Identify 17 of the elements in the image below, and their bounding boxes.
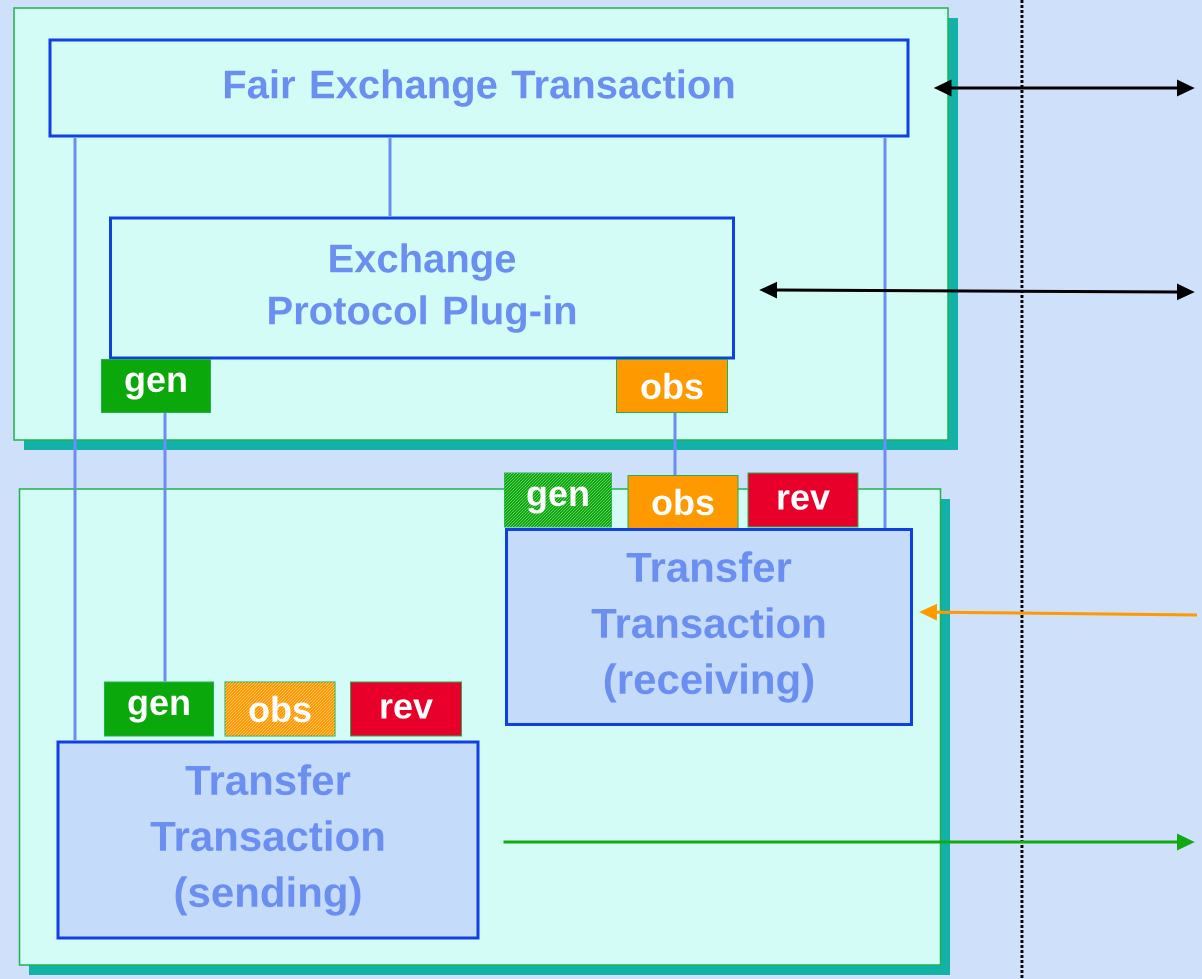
- connector-line: [388, 137, 392, 217]
- connector-line: [673, 413, 677, 475]
- tag-label: obs: [249, 695, 311, 723]
- process-box: Transfer Transaction (receiving): [505, 528, 913, 726]
- tag-label: obs: [616, 359, 728, 413]
- tag-label: rev: [747, 472, 859, 528]
- connector-line: [163, 413, 167, 682]
- tag-label: gen: [104, 681, 214, 737]
- connector-line: [73, 137, 77, 741]
- tag-label: rev: [350, 681, 462, 737]
- tag-label: gen: [101, 359, 211, 413]
- process-box: Exchange Protocol Plug-in: [109, 216, 735, 360]
- tag-label: gen: [527, 486, 588, 514]
- process-box: Transfer Transaction (sending): [56, 740, 480, 940]
- tag-label: obs: [627, 475, 739, 529]
- process-box: Fair Exchange Transaction: [48, 38, 910, 138]
- connector-line: [883, 137, 887, 528]
